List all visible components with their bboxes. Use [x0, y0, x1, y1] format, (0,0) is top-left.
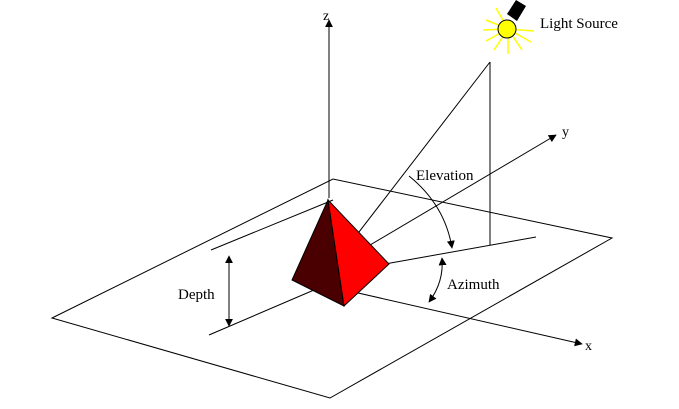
azimuth-label: Azimuth: [447, 277, 500, 293]
y-axis-label: y: [562, 125, 569, 140]
bulb: [497, 19, 517, 39]
light-projection-line: [384, 236, 537, 265]
y-axis-line: [337, 134, 557, 265]
depth-label: Depth: [178, 287, 215, 303]
elevation-label: Elevation: [416, 168, 474, 184]
elevation-arc: [408, 175, 455, 249]
z-axis-label: z: [323, 9, 329, 24]
azimuth-arc: [428, 257, 447, 303]
ground-plane: [50, 178, 614, 399]
light-source-label: Light Source: [540, 16, 618, 32]
x-axis-line: [344, 289, 583, 347]
light-bulb-icon: [482, 0, 535, 54]
x-axis-label: x: [585, 339, 592, 354]
depth-upper-line: [210, 199, 334, 251]
lamp-base: [507, 0, 526, 21]
pyramid-light-face: [327, 198, 390, 308]
